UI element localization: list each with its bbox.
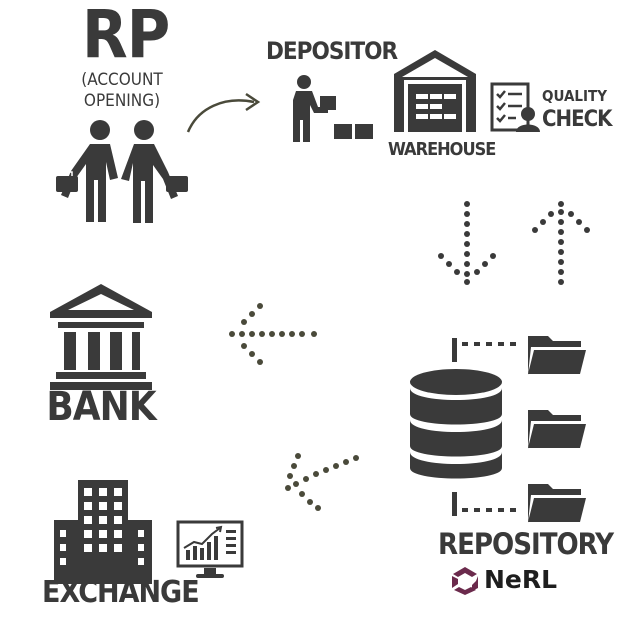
folder-icon-1 [528,336,586,375]
repository-label: REPOSITORY [438,527,614,561]
folder-icon-2 [528,410,586,449]
nerl-brand-text: NeRL [484,565,558,594]
dotted-arrow-down-icon [438,201,496,285]
rp-subtitle-line1: (ACCOUNT [81,70,163,90]
rp-subtitle-line2: OPENING) [83,91,161,111]
depositor-label: DEPOSITOR [266,37,398,65]
warehouse-label: WAREHOUSE [388,139,496,160]
exchange-building-icon [54,480,152,584]
repository-connector-lines [452,338,516,516]
nerl-logo-icon [452,567,478,595]
trading-chart-monitor-icon [176,520,244,578]
exchange-label: EXCHANGE [42,575,200,610]
handshake-people-icon [56,120,188,223]
depositor-icon [293,75,373,142]
warehouse-icon [394,50,476,132]
quality-check-icon [490,82,540,132]
database-icon [410,369,502,479]
curved-arrow-icon [186,92,261,133]
bank-icon [50,284,152,390]
quality-check-line2: CHECK [542,107,612,132]
bank-label: BANK [46,384,156,430]
dotted-arrow-diagonal-icon [285,453,359,511]
quality-check-line1: QUALITY [542,87,608,105]
folder-icon-3 [528,484,586,523]
dotted-arrow-left-icon [229,303,317,365]
rp-title: RP [82,0,170,73]
dotted-arrow-up-icon [532,201,590,285]
